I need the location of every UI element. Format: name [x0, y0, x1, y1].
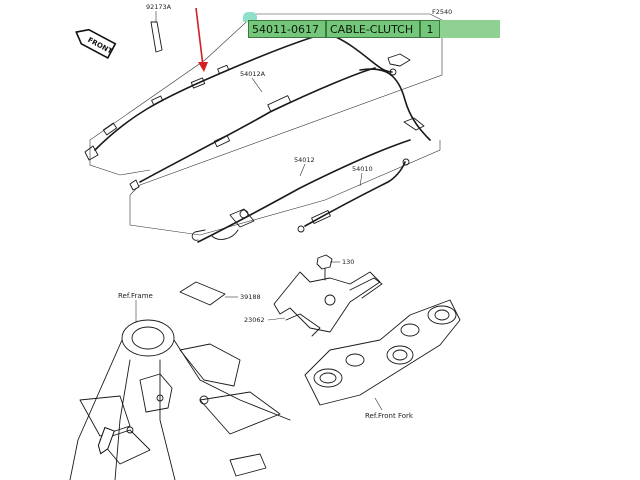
part-130: 130: [316, 254, 354, 281]
part-group-frame: F2540: [89, 8, 452, 236]
front-fork-clamp: [304, 299, 461, 406]
banner-quantity: 1: [420, 20, 440, 38]
frame-assembly: [69, 319, 291, 480]
callout-54012: 54012: [294, 156, 315, 164]
banner-trailing: [440, 20, 500, 38]
front-badge-small: [97, 426, 115, 455]
marker-arrow: [195, 7, 208, 72]
callout-92173A: 92173A: [146, 3, 172, 11]
cable-54012A: 54012A: [129, 67, 431, 191]
banner-description: CABLE-CLUTCH: [326, 20, 420, 38]
callout-F2540: F2540: [432, 8, 452, 16]
callout-39188: 39188: [240, 293, 261, 301]
cable-54012: 54012: [191, 139, 411, 243]
part-39188: 39188: [179, 281, 261, 306]
ref-frame-label: Ref.Frame: [118, 292, 153, 300]
front-badge: FRONT: [75, 28, 117, 59]
callout-130: 130: [342, 258, 354, 266]
part-92173A: 92173A: [146, 3, 172, 53]
cable-54010: 54010: [297, 158, 410, 233]
banner-tab: [243, 12, 257, 22]
part-23062: 23062: [244, 271, 383, 337]
cable-clutch-54011: [84, 29, 411, 161]
ref-front-fork-label: Ref.Front Fork: [365, 412, 414, 420]
callout-54012A: 54012A: [240, 70, 266, 78]
part-banner[interactable]: 54011-0617 CABLE-CLUTCH 1: [248, 20, 500, 38]
callout-23062: 23062: [244, 316, 265, 324]
callout-54010: 54010: [352, 165, 373, 173]
banner-part-number: 54011-0617: [248, 20, 326, 38]
